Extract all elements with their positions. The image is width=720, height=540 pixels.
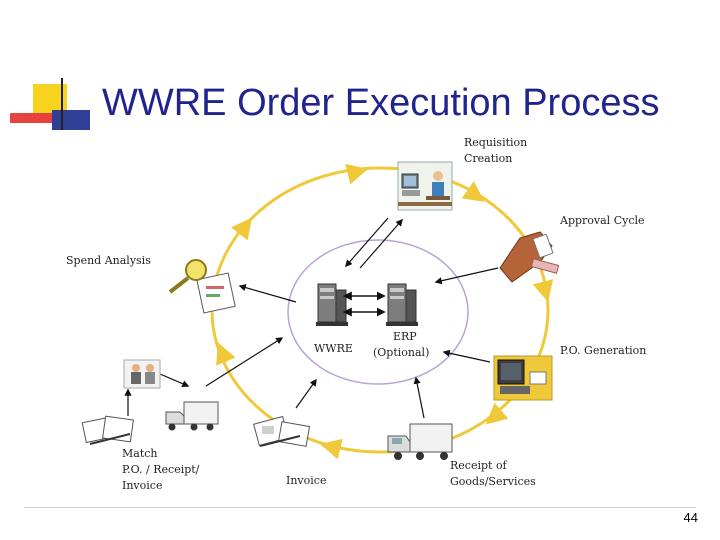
wwre-server-icon — [316, 283, 348, 326]
title-decoration-red — [10, 113, 56, 123]
receipt-truck-icon — [387, 423, 453, 460]
match-documents-icon — [81, 415, 134, 445]
cycle-arrow — [319, 438, 343, 460]
requisition-label-line1: Requisition — [464, 136, 527, 149]
match-truck-icon — [165, 401, 219, 431]
slide-title: WWRE Order Execution Process — [102, 82, 660, 124]
erp-server-icon — [386, 283, 418, 326]
cycle-arrow — [345, 163, 369, 185]
title-decoration-blue — [52, 110, 90, 132]
invoice-label: Invoice — [286, 474, 326, 487]
invoice-documents-icon — [253, 415, 311, 447]
match-people-icon — [123, 359, 161, 389]
inner-circle — [287, 239, 469, 385]
requisition-person-computer-icon — [397, 161, 453, 211]
page-number: 44 — [683, 510, 698, 525]
cycle-arrow — [461, 181, 485, 202]
match-label-line3: Invoice — [122, 479, 162, 492]
cycle-arrow — [230, 217, 253, 241]
match-label-line2: P.O. / Receipt/ — [122, 463, 200, 476]
approval-hand-icon — [499, 231, 560, 283]
erp-label: ERP — [393, 330, 417, 343]
match-label-line1: Match — [122, 447, 158, 460]
po-generation-label: P.O. Generation — [560, 344, 646, 357]
connector-arrows — [124, 217, 499, 419]
cycle-arrow — [485, 402, 509, 425]
requisition-label-line2: Creation — [464, 152, 512, 165]
spend-analysis-label: Spend Analysis — [66, 254, 151, 267]
diagram-area: WWRE ERP (Optional) Requisition Creation… — [24, 130, 696, 508]
approval-label: Approval Cycle — [559, 214, 645, 227]
spend-analysis-magnifier-icon — [168, 259, 236, 314]
footer-rule — [24, 507, 696, 508]
title-decoration-line — [61, 78, 63, 134]
cycle-arrow — [216, 342, 236, 366]
receipt-label-line2: Goods/Services — [450, 475, 536, 488]
receipt-label-line1: Receipt of — [450, 459, 508, 472]
process-diagram: WWRE ERP (Optional) Requisition Creation… — [66, 136, 646, 492]
po-generation-computer-icon — [493, 355, 553, 401]
wwre-label: WWRE — [314, 342, 353, 355]
cycle-arrow — [532, 279, 554, 303]
process-cycle — [210, 163, 554, 460]
erp-optional-label: (Optional) — [373, 346, 429, 359]
